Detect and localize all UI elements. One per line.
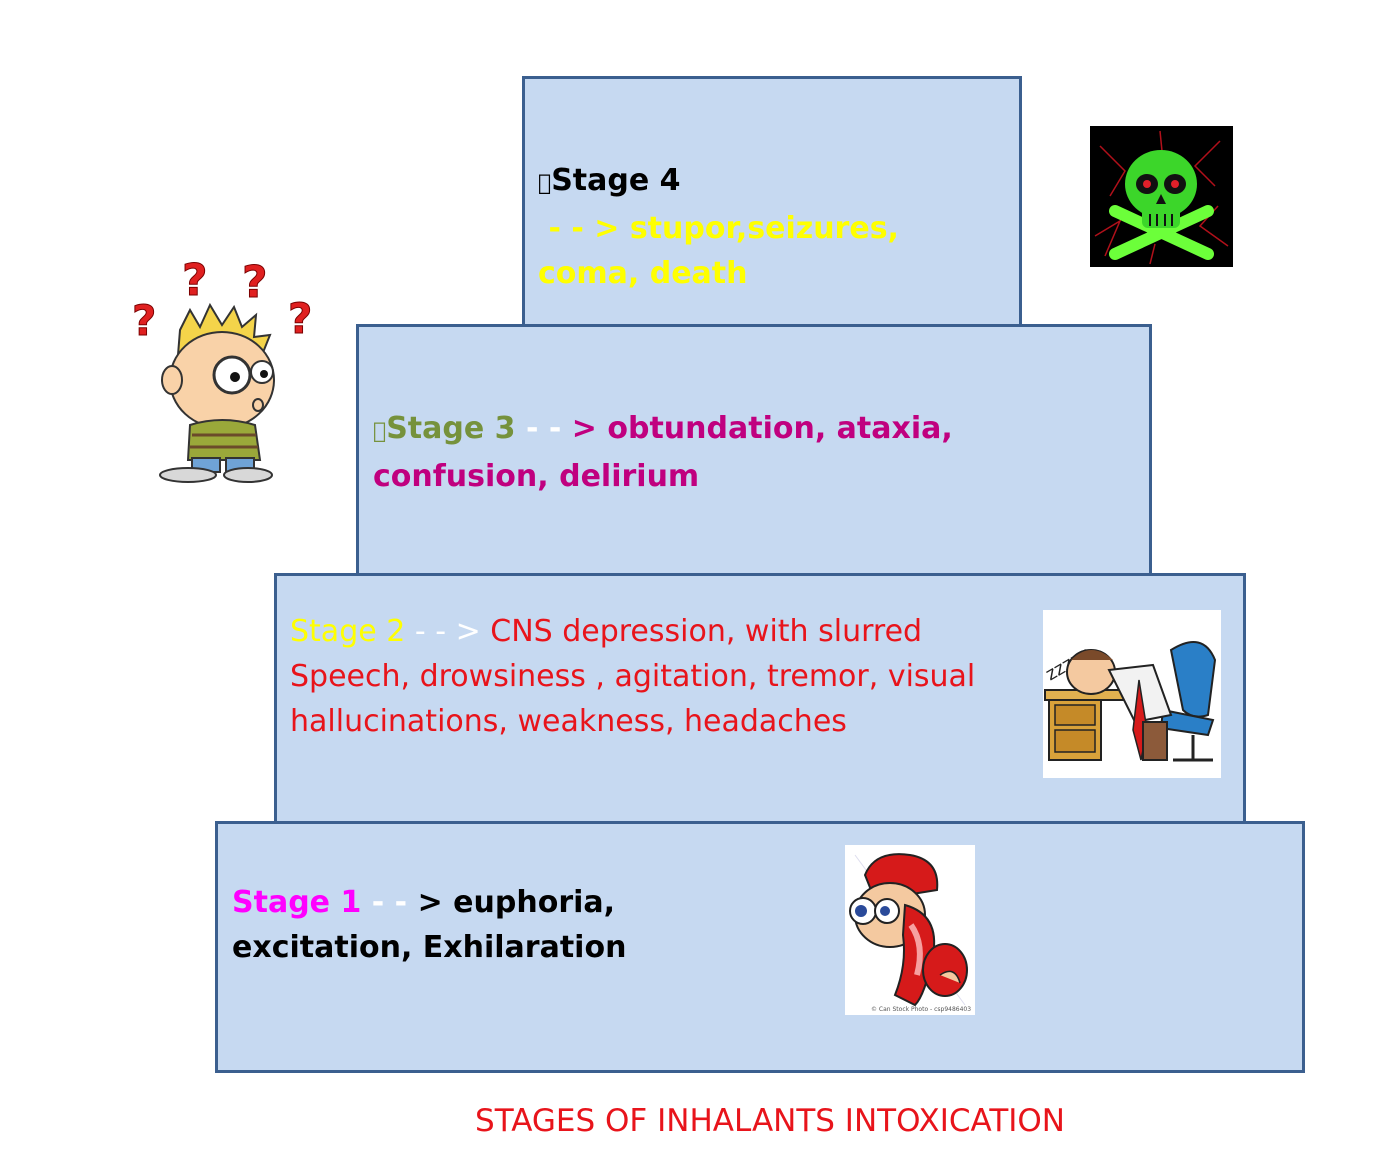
stage-4-box [522,76,1022,328]
stage-3-description: > obtundation, ataxia, confusion, deliri… [373,411,1126,494]
stage-3-text: Stage 3 - - > obtundation, ataxia, conf… [373,406,1133,499]
stage-2-arrow: - - > [405,614,491,649]
confused-boy-icon: ? ? ? ? [130,255,330,485]
stage-3-arrow: - - [502,411,561,446]
stage-3-box [356,324,1152,578]
stage-4-bullet:  [538,171,551,196]
stage-3-label: Stage 3 [373,411,515,446]
stage-4-description: stupor,seizures, coma, death [538,211,899,291]
svg-text:?: ? [182,255,208,306]
skull-crossbones-icon [1090,126,1233,267]
crazy-face-icon: © Can Stock Photo - csp9486403 [845,845,975,1015]
stage-1-description: > euphoria, excitation, Exhilaration [232,885,627,965]
svg-text:?: ? [132,296,156,345]
stage-2-label: Stage 2 [290,614,406,649]
stage-1-box [215,821,1305,1073]
stage-1-arrow: - - [361,885,418,920]
svg-text:?: ? [288,294,312,343]
sleeping-man-icon: zzzzz [1042,610,1221,778]
stage-4-arrow: - - > [538,211,630,246]
stage-3-bullet:  [373,419,386,444]
stage-1-text: Stage 1 - - > euphoria, excitation, Exhi… [232,880,772,970]
stage-2-text: Stage 2 - - > CNS depression, with slurr… [290,609,1010,744]
stage-1-label: Stage 1 [232,885,362,920]
diagram-title: STAGES OF INHALANTS INTOXICATION [475,1103,1065,1139]
watermark-text: © Can Stock Photo - csp9486403 [871,1006,971,1013]
stage-4-label: Stage 4 [538,163,680,198]
stage-2-description: CNS depression, with slurred Speech, dro… [290,614,976,739]
stage-4-text: Stage 4 - - > stupor,seizures, coma, de… [538,158,1008,296]
svg-text:?: ? [242,257,268,308]
